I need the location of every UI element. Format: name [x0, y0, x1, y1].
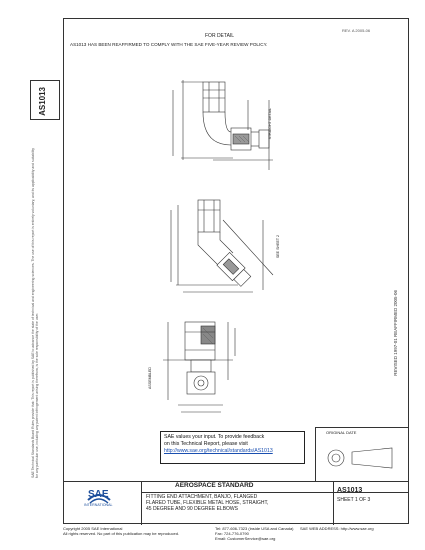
side-doc-number-box: AS1013 [30, 80, 60, 120]
logo-text: SAE [88, 489, 109, 500]
title-doc-number: AS1013 [337, 487, 363, 494]
elbow-90-view [172, 80, 273, 170]
title-desc-3: 45 DEGREE AND 90 DEGREE ELBOWS [146, 506, 238, 512]
disclaimer-text: SAE Technical Standards Board Rules prov… [31, 148, 39, 478]
feedback-link[interactable]: http://www.sae.org/technical/standards/A… [164, 448, 273, 454]
sae-logo-icon [87, 494, 111, 504]
elbow-45-view [170, 199, 274, 293]
standard-heading: AEROSPACE STANDARD [175, 482, 254, 489]
projection-box: ORIGINAL DATE [315, 427, 409, 481]
footer-web[interactable]: SAE WEB ADDRESS: http://www.sae.org [300, 526, 374, 531]
title-block [63, 481, 409, 525]
footer-note: All rights reserved. No part of this pub… [63, 531, 180, 536]
drawing-label-c: ASSEMBLED [148, 367, 152, 389]
title-desc-1: FITTING END ATTACHMENT, BANJO, FLANGED [146, 494, 258, 500]
projection-box-label: ORIGINAL DATE [326, 430, 357, 435]
drawing-label-a: STRAIGHT DETAIL [268, 108, 272, 140]
footer-copyright: Copyright 2005 SAE International [63, 526, 123, 531]
title-desc-2: FLARED TUBE, FLEXIBLE METAL HOSE, STRAIG… [146, 500, 269, 506]
straight-fitting-view [163, 321, 236, 413]
side-doc-number: AS1013 [38, 87, 47, 116]
feedback-line1: SAE values your input. To provide feedba… [164, 434, 265, 440]
footer-fax: Fax: 724-776-0790 [215, 531, 249, 536]
footer-tel: Tel: 877-606-7323 (inside USA and Canada… [215, 526, 294, 531]
reaffirm-notice: AS1013 HAS BEEN REAFFIRMED TO COMPLY WIT… [70, 42, 268, 47]
projection-symbol-icon [327, 447, 393, 469]
sheet-number: SHEET 1 OF 3 [337, 497, 371, 503]
logo-subtext: INTERNATIONAL [84, 503, 113, 507]
feedback-box: SAE values your input. To provide feedba… [160, 431, 305, 464]
technical-drawing [163, 80, 274, 413]
top-label: FOR DETAIL [205, 33, 235, 39]
drawing-frame [63, 18, 409, 524]
footer-email: Email: CustomerService@sae.org [215, 536, 276, 541]
revision-note: REV. A 2005-06 [342, 28, 371, 33]
drawing-label-b: SEE SHEET 2 [276, 235, 280, 259]
feedback-line2: on this Technical Report, please visit [164, 441, 248, 447]
